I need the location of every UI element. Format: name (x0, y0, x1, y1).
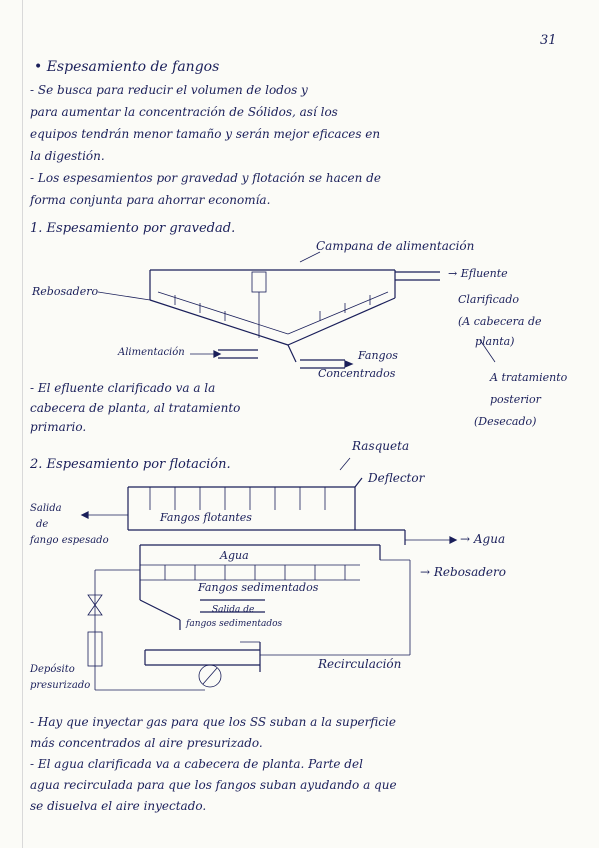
flotation-thickener-diagram (80, 457, 458, 691)
label-exit-3: fango espesado (30, 535, 109, 546)
section1-note-line-1: - El efluente clarificado va a la (30, 381, 216, 395)
label-deflector: Deflector (368, 471, 425, 485)
margin-line (22, 0, 23, 848)
label-effluent-2: Clarificado (458, 293, 519, 306)
intro-line-1: - Se busca para reducir el volumen de lo… (30, 83, 308, 97)
label-recirculation: Recirculación (318, 657, 402, 671)
label-feed: Alimentación (118, 347, 185, 358)
methods-note-line-2: forma conjunta para ahorrar economía. (30, 193, 271, 207)
label-further-3: (Desecado) (474, 415, 537, 428)
label-further: A tratamiento (490, 371, 568, 384)
page-heading: • Espesamiento de fangos (34, 59, 220, 75)
label-water-out: → Agua (460, 532, 506, 546)
section2-title: 2. Espesamiento por flotación. (30, 457, 231, 472)
label-settled-sludge: Fangos sedimentados (198, 581, 319, 594)
section1-note-line-3: primario. (30, 420, 87, 434)
label-water: Agua (220, 549, 249, 562)
section1-note-line-2: cabecera de planta, al tratamiento (30, 401, 241, 415)
label-effluent-3: (A cabecera de (458, 315, 542, 328)
intro-line-2: para aumentar la concentración de Sólido… (30, 105, 338, 119)
label-floated-sludge: Fangos flotantes (160, 511, 252, 524)
label-effluent-4: planta) (475, 335, 515, 348)
label-exit-2: de (36, 519, 49, 530)
label-rebosadero: Rebosadero (32, 285, 99, 298)
section1-title: 1. Espesamiento por gravedad. (30, 221, 236, 236)
closing-line-1: - Hay que inyectar gas para que los SS s… (30, 715, 396, 729)
label-exit: Salida (30, 503, 62, 514)
label-settled-exit-2: fangos sedimentados (186, 619, 283, 629)
page-number: 31 (540, 33, 557, 48)
intro-line-3: equipos tendrán menor tamaño y serán mej… (30, 127, 381, 141)
intro-line-4: la digestión. (30, 149, 105, 163)
label-rasqueta: Rasqueta (352, 439, 410, 453)
label-further-2: posterior (490, 393, 541, 406)
label-concentrated-2: Concentrados (318, 367, 396, 380)
label-tank-2: presurizado (30, 680, 91, 691)
closing-line-4: agua recirculada para que los fangos sub… (30, 778, 397, 792)
label-settled-exit: Salida de (212, 605, 255, 615)
methods-note-line-1: - Los espesamientos por gravedad y flota… (30, 171, 381, 185)
closing-line-5: se disuelva el aire inyectado. (30, 799, 207, 813)
closing-line-2: más concentrados al aire presurizado. (30, 736, 263, 750)
label-concentrated: Fangos (358, 349, 398, 362)
label-feed-channel: Campana de alimentación (316, 239, 475, 253)
label-rebosadero-2: → Rebosadero (420, 565, 506, 579)
label-effluent: → Efluente (448, 267, 508, 280)
gravity-thickener-diagram (97, 251, 496, 369)
closing-line-3: - El agua clarificada va a cabecera de p… (30, 757, 363, 771)
label-tank: Depósito (30, 664, 75, 675)
